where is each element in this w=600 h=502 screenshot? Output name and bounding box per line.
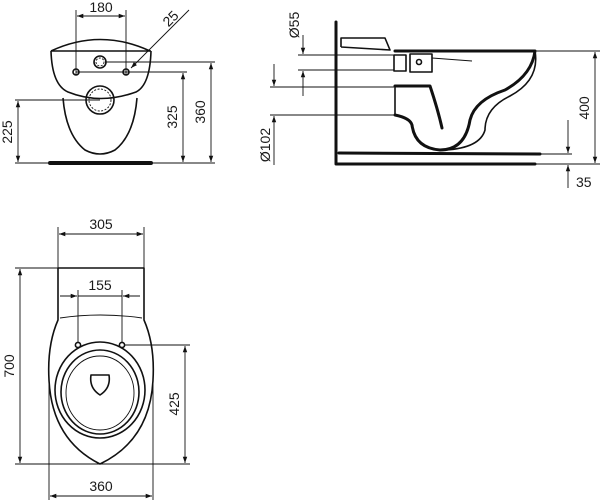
dim-35: 35	[576, 174, 592, 190]
dim-diameter-55: Ø55	[286, 12, 302, 39]
top-view-seat-lid-icon	[89, 374, 111, 396]
top-view: 305 155 700 425 360	[1, 216, 190, 500]
front-view-top-curve	[50, 38, 151, 52]
dim-225: 225	[0, 120, 15, 144]
side-view-trapway	[393, 84, 444, 130]
side-view-wall-and-floor	[334, 20, 537, 166]
dim-325: 325	[164, 105, 180, 129]
dim-180: 180	[89, 0, 113, 15]
dim-360-front: 360	[192, 100, 208, 124]
front-view: 180 25 225 325 360	[0, 0, 215, 165]
dim-700: 700	[1, 354, 17, 378]
side-view: Ø55 Ø102 400 35	[257, 12, 600, 190]
front-view-bowl-outline	[62, 97, 138, 155]
dim-305: 305	[89, 216, 113, 232]
dim-155: 155	[88, 277, 112, 293]
dim-425: 425	[166, 392, 182, 416]
side-view-bracket	[340, 37, 391, 51]
top-view-seat	[54, 341, 146, 439]
side-view-bowl-outline	[393, 49, 537, 152]
top-view-bolt-hole-left	[74, 341, 82, 349]
top-view-bolt-hole-right	[118, 341, 126, 349]
side-view-inlet-icon	[393, 54, 407, 72]
dim-400: 400	[576, 96, 592, 120]
dim-25: 25	[159, 7, 181, 29]
front-view-tank-outline	[50, 50, 152, 100]
dim-360-bottom: 360	[89, 478, 113, 494]
dim-diameter-102: Ø102	[257, 128, 273, 162]
